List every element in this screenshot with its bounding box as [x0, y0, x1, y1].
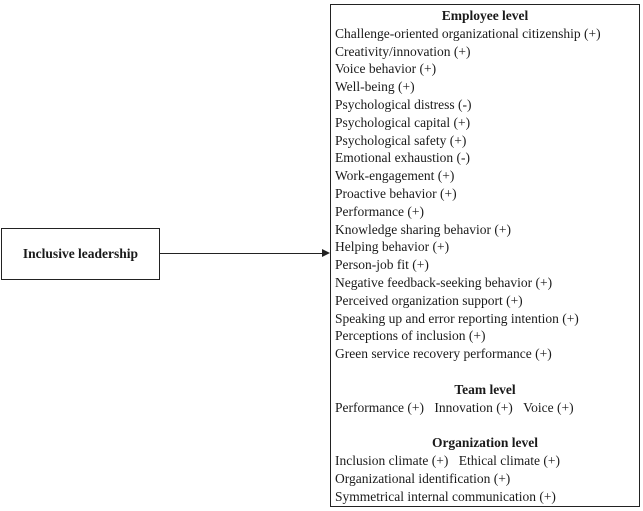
- organization-outcome: Symmetrical internal communication (+): [335, 488, 556, 504]
- team-outcome: Performance (+): [335, 399, 424, 415]
- employee-outcome: Person-job fit (+): [335, 257, 429, 273]
- team-outcomes-row: Performance (+) Innovation (+) Voice (+): [335, 399, 639, 417]
- employee-outcome: Proactive behavior (+): [335, 185, 457, 201]
- organization-outcome: Ethical climate (+): [458, 452, 561, 468]
- team-outcome: Voice (+): [523, 399, 574, 415]
- employee-outcome: Emotional exhaustion (-): [335, 150, 470, 166]
- organization-outcomes-row: Inclusion climate (+) Ethical climate (+…: [335, 452, 639, 470]
- employee-outcome: Voice behavior (+): [335, 61, 437, 77]
- employee-outcome: Helping behavior (+): [335, 239, 450, 255]
- employee-outcome: Perceptions of inclusion (+): [335, 328, 486, 344]
- employee-outcome: Green service recovery performance (+): [335, 346, 552, 362]
- employee-outcome: Knowledge sharing behavior (+): [335, 221, 511, 237]
- organization-outcome: Organizational identification (+): [335, 470, 511, 486]
- employee-outcome: Negative feedback-seeking behavior (+): [335, 274, 553, 290]
- employee-outcome: Performance (+): [335, 203, 424, 219]
- inclusive-leadership-label: Inclusive leadership: [22, 246, 139, 261]
- team-outcome: Innovation (+): [434, 399, 513, 415]
- employee-outcome: Psychological distress (-): [335, 96, 472, 112]
- employee-outcome: Psychological safety (+): [335, 132, 467, 148]
- employee-outcome: Speaking up and error reporting intentio…: [335, 310, 579, 326]
- organization-outcome: Inclusion climate (+): [335, 452, 449, 468]
- section-gap: [335, 416, 639, 434]
- employee-outcome: Work-engagement (+): [335, 168, 455, 184]
- section-gap: [335, 363, 639, 381]
- employee-outcome: Well-being (+): [335, 79, 415, 95]
- inclusive-leadership-box: Inclusive leadership: [1, 228, 160, 280]
- arrowhead: [322, 249, 330, 257]
- employee-outcome: Psychological capital (+): [335, 114, 471, 130]
- employee-outcome: Perceived organization support (+): [335, 292, 523, 308]
- employee-outcome: Challenge-oriented organizational citize…: [335, 25, 601, 41]
- outcomes-box: Employee level Challenge-oriented organi…: [330, 4, 640, 507]
- team-level-title: Team level: [454, 381, 516, 397]
- employee-outcome: Creativity/innovation (+): [335, 43, 471, 59]
- organization-level-title: Organization level: [431, 435, 539, 451]
- employee-level-title: Employee level: [441, 8, 529, 23]
- connector-line: [160, 253, 323, 254]
